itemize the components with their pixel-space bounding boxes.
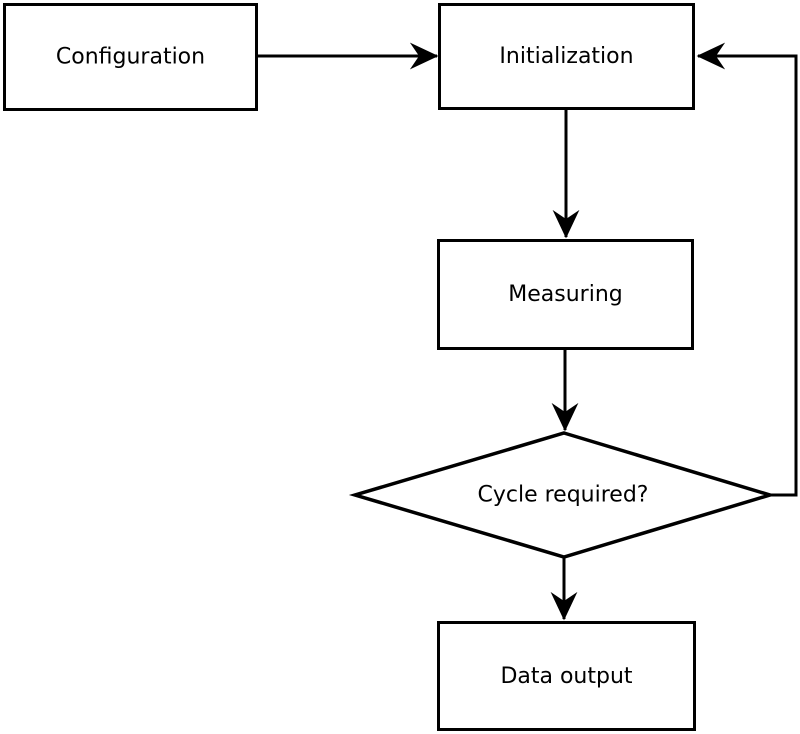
data-output-box (437, 621, 696, 731)
node-measuring: Measuring (437, 239, 694, 350)
node-configuration: Configuration (3, 3, 258, 111)
measuring-box (437, 239, 694, 350)
initialization-box (438, 3, 695, 110)
configuration-label: Configuration (56, 45, 205, 70)
node-initialization: Initialization (438, 3, 695, 110)
initialization-label: Initialization (499, 44, 633, 69)
edge-cycle-required-loop-to-initialization (696, 42, 798, 497)
measuring-label: Measuring (508, 282, 622, 307)
configuration-box (3, 3, 258, 111)
cycle-required-label: Cycle required? (478, 483, 649, 508)
data-output-label: Data output (500, 664, 632, 689)
node-cycle-required: Cycle required? (348, 431, 777, 559)
cycle-required-diamond (348, 431, 777, 559)
node-data-output: Data output (437, 621, 696, 731)
